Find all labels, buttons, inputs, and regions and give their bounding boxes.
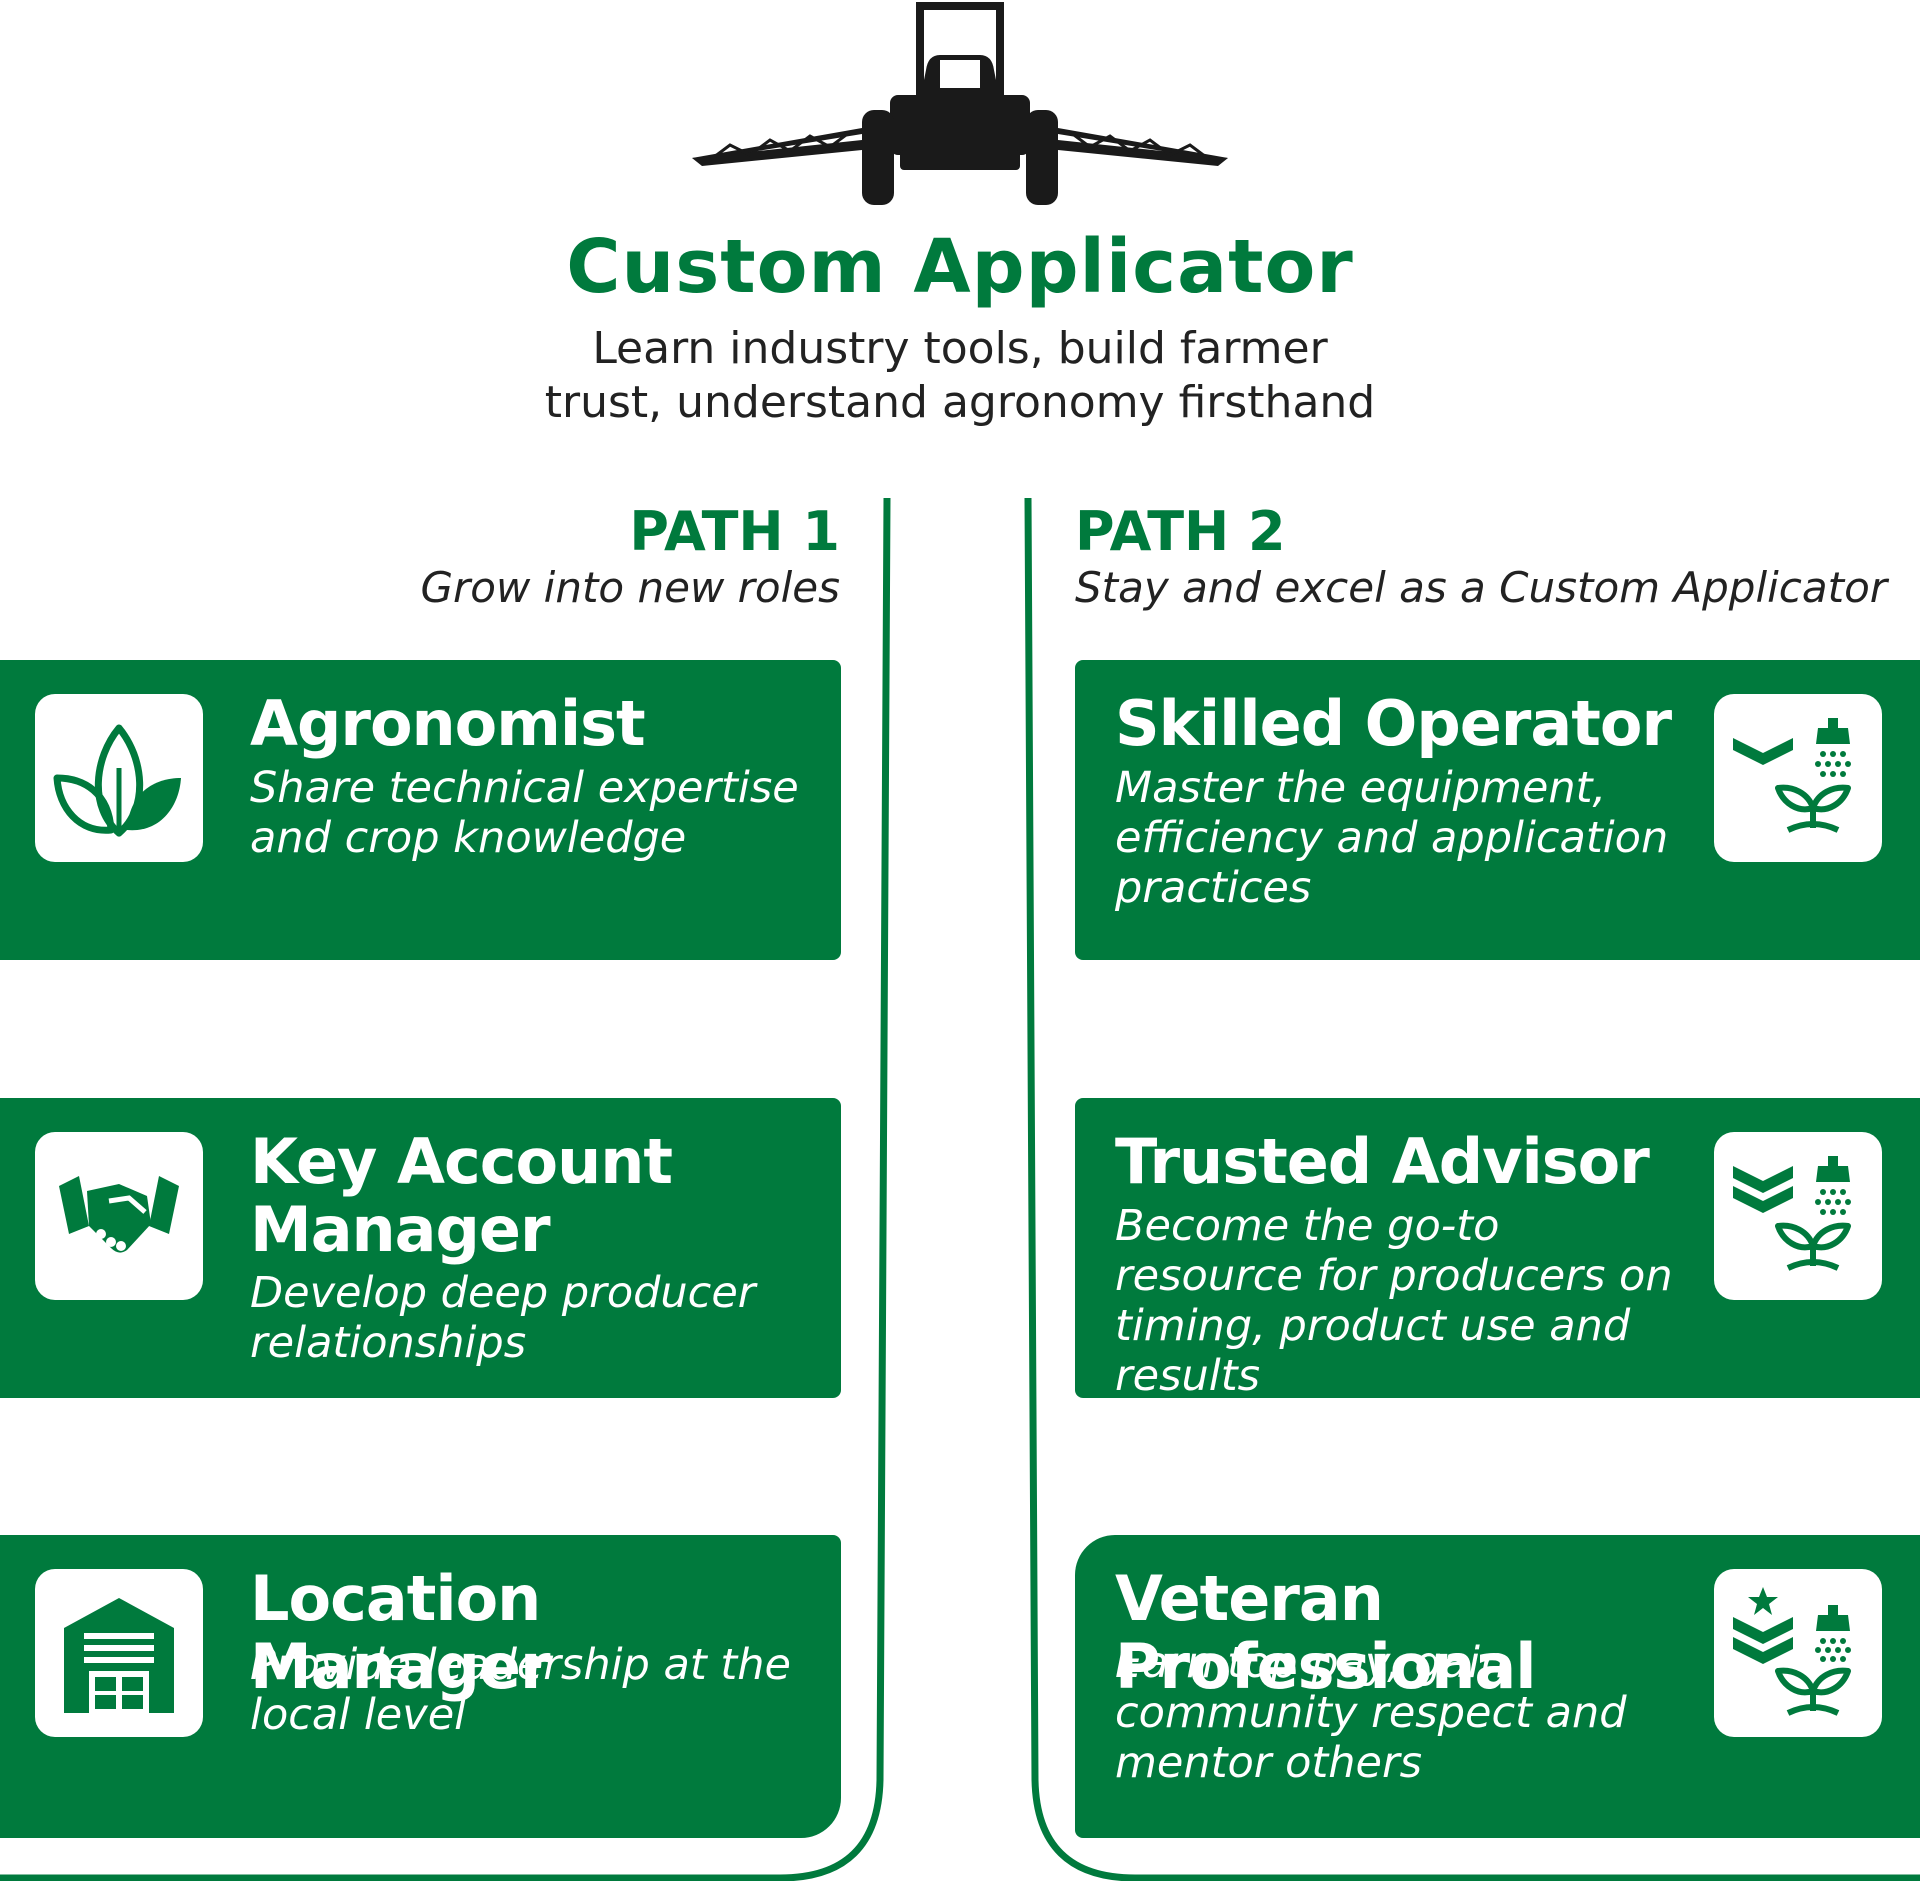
card-title: Key Account Manager (250, 1125, 673, 1266)
card-icon-box (35, 694, 203, 862)
card-icon-box (35, 1569, 203, 1737)
sprayer-tractor-icon (692, 2, 1228, 205)
card-title: Trusted Advisor (1115, 1125, 1650, 1198)
card-description: Earn top pay, gain community respect and… (1115, 1638, 1627, 1788)
card-title: Veteran Professional (1115, 1562, 1537, 1703)
card-veteran-professional: Veteran Professional Earn top pay, gain … (1075, 1535, 1920, 1838)
main-title: Custom Applicator (566, 224, 1354, 310)
card-icon-box (1714, 1132, 1882, 1300)
path2-subtitle: Stay and excel as a Custom Applicator (1075, 563, 1888, 612)
rank-2-sprayer-plant-icon (1733, 1156, 1851, 1271)
card-icon-box (35, 1132, 203, 1300)
main-subtitle: Learn industry tools, build farmer trust… (460, 322, 1460, 430)
main-subtitle-line-2: trust, understand agronomy firsthand (544, 377, 1376, 428)
card-icon-box (1714, 1569, 1882, 1737)
handshake-icon (59, 1176, 179, 1253)
path1-subtitle: Grow into new roles (420, 563, 840, 612)
card-title: Skilled Operator (1115, 687, 1672, 760)
rank-star-sprayer-plant-icon (1733, 1587, 1851, 1716)
building-icon (64, 1598, 174, 1713)
card-icon-box (1714, 694, 1882, 862)
card-description: Share technical expertise and crop knowl… (250, 763, 799, 863)
card-agronomist: Agronomist Share technical expertise and… (0, 660, 841, 960)
card-title: Location Manager (250, 1562, 551, 1703)
leaves-icon (53, 724, 181, 837)
main-subtitle-line-1: Learn industry tools, build farmer (592, 323, 1328, 374)
card-description: Master the equipment, efficiency and app… (1115, 763, 1669, 913)
card-location-manager: Location Manager Provide leadership at t… (0, 1535, 841, 1838)
path2-title: PATH 2 (1075, 500, 1286, 563)
card-description: Develop deep producer relationships (250, 1268, 756, 1368)
card-trusted-advisor: Trusted Advisor Become the go-to resourc… (1075, 1098, 1920, 1401)
path1-title: PATH 1 (629, 500, 840, 563)
card-skilled-operator: Skilled Operator Master the equipment, e… (1075, 660, 1920, 960)
path1-connector-line (0, 497, 891, 1881)
card-key-account-manager: Key Account Manager Develop deep produce… (0, 1098, 841, 1398)
path2-connector-line (1024, 497, 1920, 1881)
rank-1-sprayer-plant-icon (1733, 718, 1851, 833)
card-description: Become the go-to resource for producers … (1115, 1201, 1673, 1401)
card-title: Agronomist (250, 687, 646, 760)
card-description: Provide leadership at the local level (250, 1640, 791, 1740)
